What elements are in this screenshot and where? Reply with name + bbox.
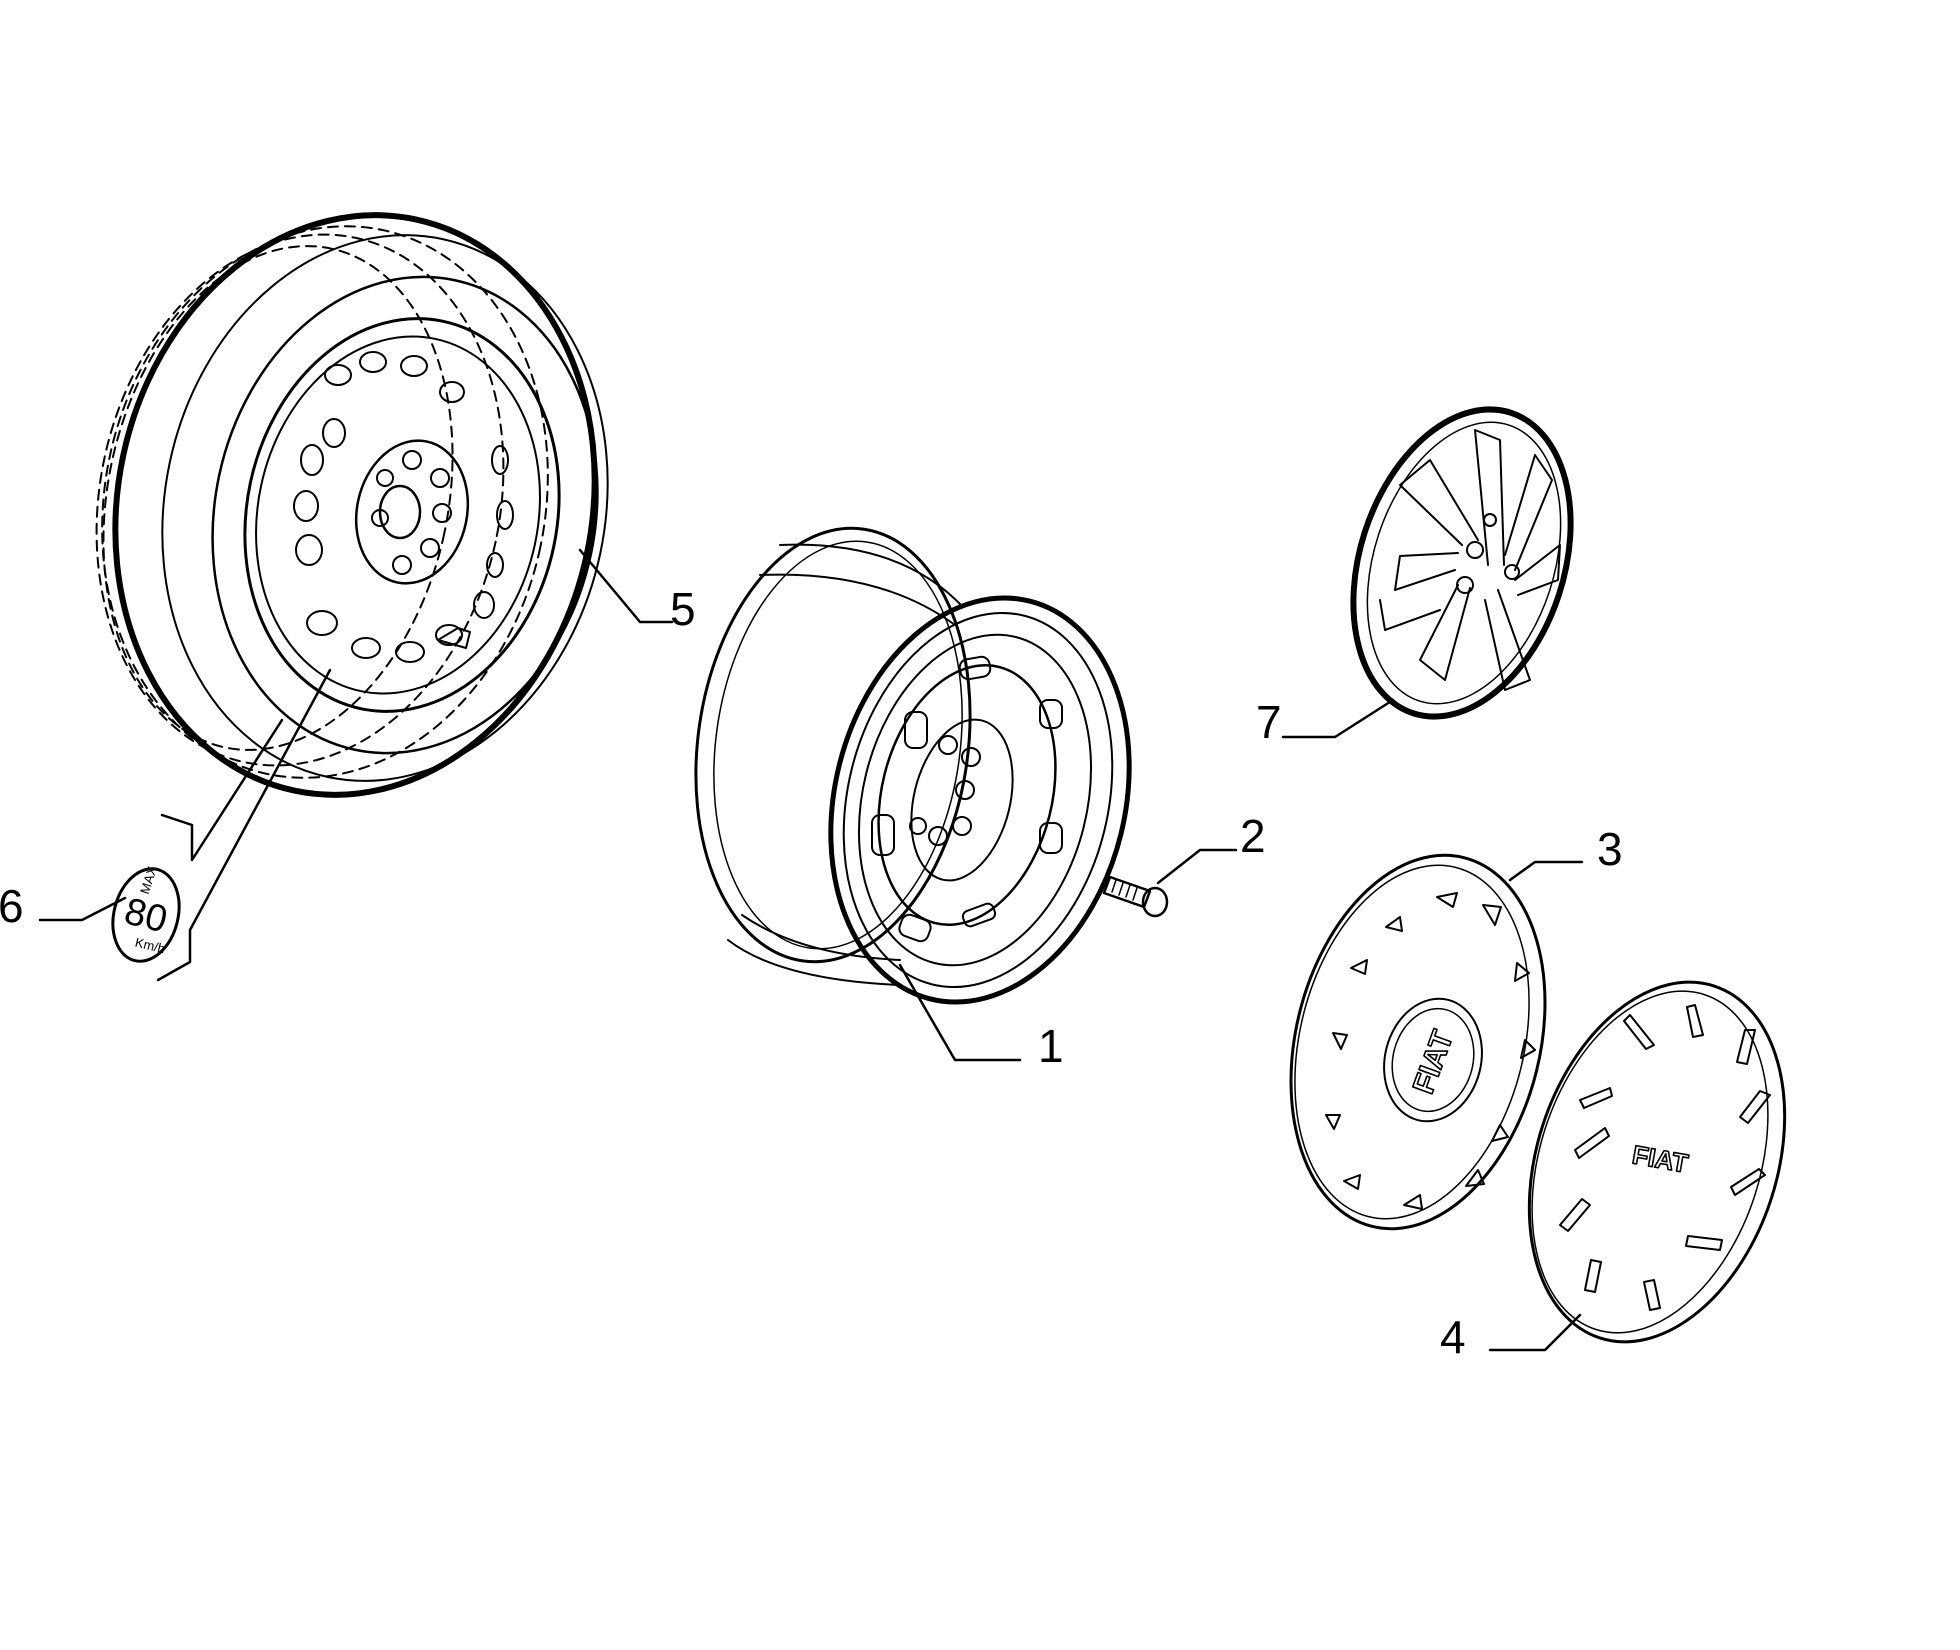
- callout-4: 4: [1440, 1311, 1466, 1363]
- part-2-wheel-bolt: [1102, 875, 1169, 918]
- leader-lines: [38, 548, 1584, 1352]
- callout-3: 3: [1597, 823, 1623, 875]
- part-5-complete-wheel: [95, 212, 609, 798]
- part-4-hubcap: FIAT: [1527, 980, 1787, 1344]
- hubcap-3-logo: FIAT: [1407, 1026, 1460, 1098]
- leader-line-6-bracket-lower: [156, 668, 332, 982]
- leader-line-6: [38, 896, 127, 922]
- part-3-hubcap: FIAT: [1289, 853, 1547, 1231]
- part-1-steel-rim: [694, 526, 1132, 1005]
- callout-7: 7: [1256, 696, 1282, 748]
- hubcap-4-logo: FIAT: [1630, 1139, 1690, 1178]
- leader-line-2: [1156, 848, 1238, 885]
- callout-5: 5: [670, 583, 696, 635]
- callout-2: 2: [1240, 810, 1266, 862]
- leader-line-7: [1281, 698, 1395, 739]
- part-6-speed-badge: MAX 80 Km/h: [111, 864, 181, 963]
- badge-max-label: MAX: [137, 864, 160, 896]
- badge-speed-value: 80: [120, 890, 171, 941]
- leader-line-1: [898, 963, 1022, 1062]
- part-7-hubcap: [1350, 406, 1574, 720]
- callout-1: 1: [1038, 1020, 1064, 1072]
- callout-6: 6: [0, 880, 24, 932]
- leader-line-4: [1488, 1313, 1582, 1352]
- leader-line-5: [578, 548, 674, 624]
- badge-unit-label: Km/h: [134, 935, 167, 957]
- leader-line-3: [1508, 860, 1584, 882]
- leader-line-6-bracket: [160, 718, 284, 862]
